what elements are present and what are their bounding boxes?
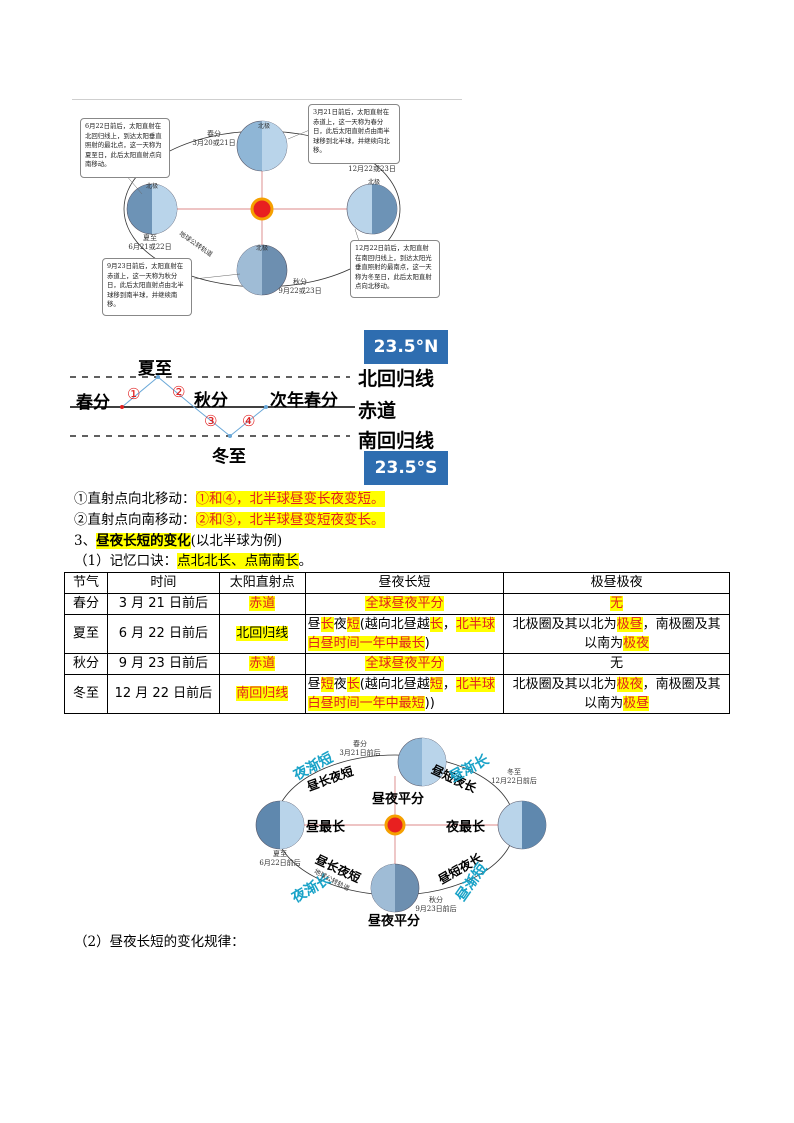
next-spring-label: 次年春分 — [270, 391, 338, 411]
section-3-heading: 3、昼夜长短的变化(以北半球为例) — [74, 533, 283, 549]
note-summer: 6月22日前后，太阳直射在北回归线上，到达太阳垂直照射的最北点，这一天称为夏至日… — [80, 118, 170, 178]
step-2-label: ② — [172, 383, 186, 401]
pole-label-autumn: 北极 — [256, 245, 269, 252]
sun-icon — [250, 197, 274, 221]
note-autumn: 9月23日前后，太阳直射在赤道上，这一天称为秋分日，此后太阳直射点由北半球移到南… — [102, 258, 192, 316]
winter-solstice-label: 冬至 — [212, 447, 246, 467]
night-longest-label: 夜最长 — [446, 820, 486, 835]
cycle-earth-autumn-icon — [370, 863, 420, 913]
step-4-label: ④ — [242, 412, 256, 430]
pole-label-winter: 北极 — [368, 179, 381, 186]
step-1-label: ① — [127, 385, 141, 403]
header-term: 节气 — [64, 572, 108, 594]
earth-summer-icon — [126, 183, 178, 235]
equal-bottom-label: 昼夜平分 — [368, 914, 421, 929]
cycle-earth-winter-icon — [497, 800, 547, 850]
mnemonic-answer: 点北北长、点南南长 — [177, 553, 299, 569]
summer-label: 夏至 6月21或22日 — [128, 234, 172, 251]
earth-winter-icon — [346, 183, 398, 235]
table-header-row: 节气 时间 太阳直射点 昼夜长短 极昼极夜 — [64, 572, 730, 594]
spring-label: 春分 3月20或21日 — [192, 130, 236, 147]
rule-heading: （2）昼夜长短的变化规律： — [74, 934, 245, 950]
header-daynight: 昼夜长短 — [304, 572, 505, 594]
equator-label: 赤道 — [358, 400, 397, 422]
earth-spring-icon — [236, 120, 288, 172]
text-line-south-move: ②直射点向南移动：②和③，北半球昼变短夜变长。 — [74, 512, 385, 528]
table-row: 夏至 6 月 22 日前后 北回归线 昼长夜短(越向北昼越长，北半球白昼时间一年… — [64, 614, 730, 654]
summer-solstice-label: 夏至 — [138, 359, 172, 379]
next-spring-dot — [264, 405, 268, 409]
cycle-earth-summer-icon — [255, 800, 305, 850]
orbit-diagram-svg — [123, 120, 401, 296]
winter-dot — [228, 434, 232, 438]
sun-path-diagram — [70, 375, 355, 438]
autumn-equinox-label: 秋分 — [194, 391, 228, 411]
text-line-north-move: ①直射点向北移动：①和④，北半球昼变长夜变短。 — [74, 491, 385, 507]
pole-label-summer: 北极 — [146, 183, 159, 190]
start-dot — [120, 405, 124, 409]
note-spring: 3月21日前后，太阳直射在赤道上，这一天称为春分日，此后太阳直射点由南半球移到北… — [308, 104, 400, 164]
note-winter: 12月22日前后，太阳直射在南回归线上，到达太阳光垂直照射的最南点，这一天称为冬… — [350, 240, 440, 298]
sun-path-line — [121, 376, 267, 437]
tag-23-5-north: 23.5°N — [364, 330, 448, 364]
equal-top-label: 昼夜平分 — [372, 792, 425, 807]
header-point: 太阳直射点 — [218, 572, 306, 594]
cycle-sun-icon — [384, 814, 406, 836]
table-row: 春分 3 月 21 日前后 赤道 全球昼夜平分 无 — [64, 593, 730, 615]
tag-23-5-south: 23.5°S — [364, 451, 448, 485]
orbit-diagram: 北极 北极 北极 北极 春分 3月20或21日 冬至 12月22或23日 夏至 … — [80, 104, 440, 319]
tropic-cancer-label: 北回归线 — [358, 368, 435, 390]
solar-terms-table: 节气 时间 太阳直射点 昼夜长短 极昼极夜 春分 3 月 21 日前后 赤道 全… — [64, 572, 730, 714]
earth-autumn-icon — [236, 244, 288, 296]
table-row: 冬至 12 月 22 日前后 南回归线 昼短夜长(越向北昼越短，北半球白昼时间一… — [64, 674, 730, 714]
header-time: 时间 — [106, 572, 220, 594]
south-move-answer: ②和③，北半球昼变短夜变长。 — [195, 512, 385, 528]
cycle-earth-spring-icon — [397, 737, 447, 787]
north-move-answer: ①和④，北半球昼变长夜变短。 — [195, 491, 385, 507]
daynight-cycle-svg — [255, 737, 547, 913]
summer-dot — [156, 375, 160, 379]
header-polar: 极昼极夜 — [503, 572, 730, 594]
day-longest-label: 昼最长 — [306, 820, 346, 835]
mnemonic-line: （1）记忆口诀：点北北长、点南南长。 — [74, 553, 313, 569]
autumn-label: 秋分 9月22或23日 — [278, 278, 322, 295]
table-row: 秋分 9 月 23 日前后 赤道 全球昼夜平分 无 — [64, 653, 730, 675]
tropic-capricorn-label: 南回归线 — [358, 430, 435, 452]
top-rule — [72, 99, 462, 100]
spring-equinox-label: 春分 — [76, 393, 110, 413]
pole-label-spring: 北极 — [258, 123, 271, 130]
step-3-label: ③ — [204, 412, 218, 430]
